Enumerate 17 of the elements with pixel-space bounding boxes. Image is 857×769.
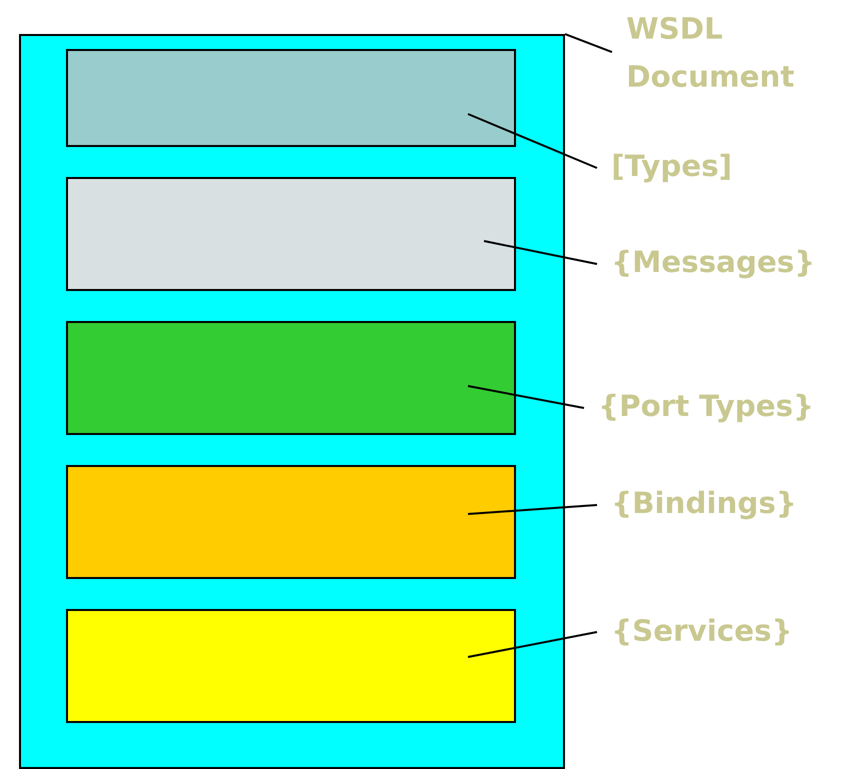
section-label: {Services} xyxy=(614,618,789,646)
leader-line xyxy=(468,385,584,409)
section-box xyxy=(66,609,516,723)
section-label: {Bindings} xyxy=(614,490,794,520)
section-label: {Port Types} xyxy=(602,394,810,422)
leader-line xyxy=(564,33,612,53)
section-box xyxy=(66,49,516,147)
section-box xyxy=(66,321,516,435)
leader-line xyxy=(468,504,598,515)
leader-line xyxy=(468,113,598,169)
section-box xyxy=(66,465,516,579)
section-label: [Types] xyxy=(614,154,730,182)
leader-line xyxy=(484,240,598,265)
section-label: WSDL Document xyxy=(627,16,794,88)
leader-line xyxy=(468,631,598,658)
section-box xyxy=(66,177,516,291)
section-label: {Messages} xyxy=(614,250,812,278)
